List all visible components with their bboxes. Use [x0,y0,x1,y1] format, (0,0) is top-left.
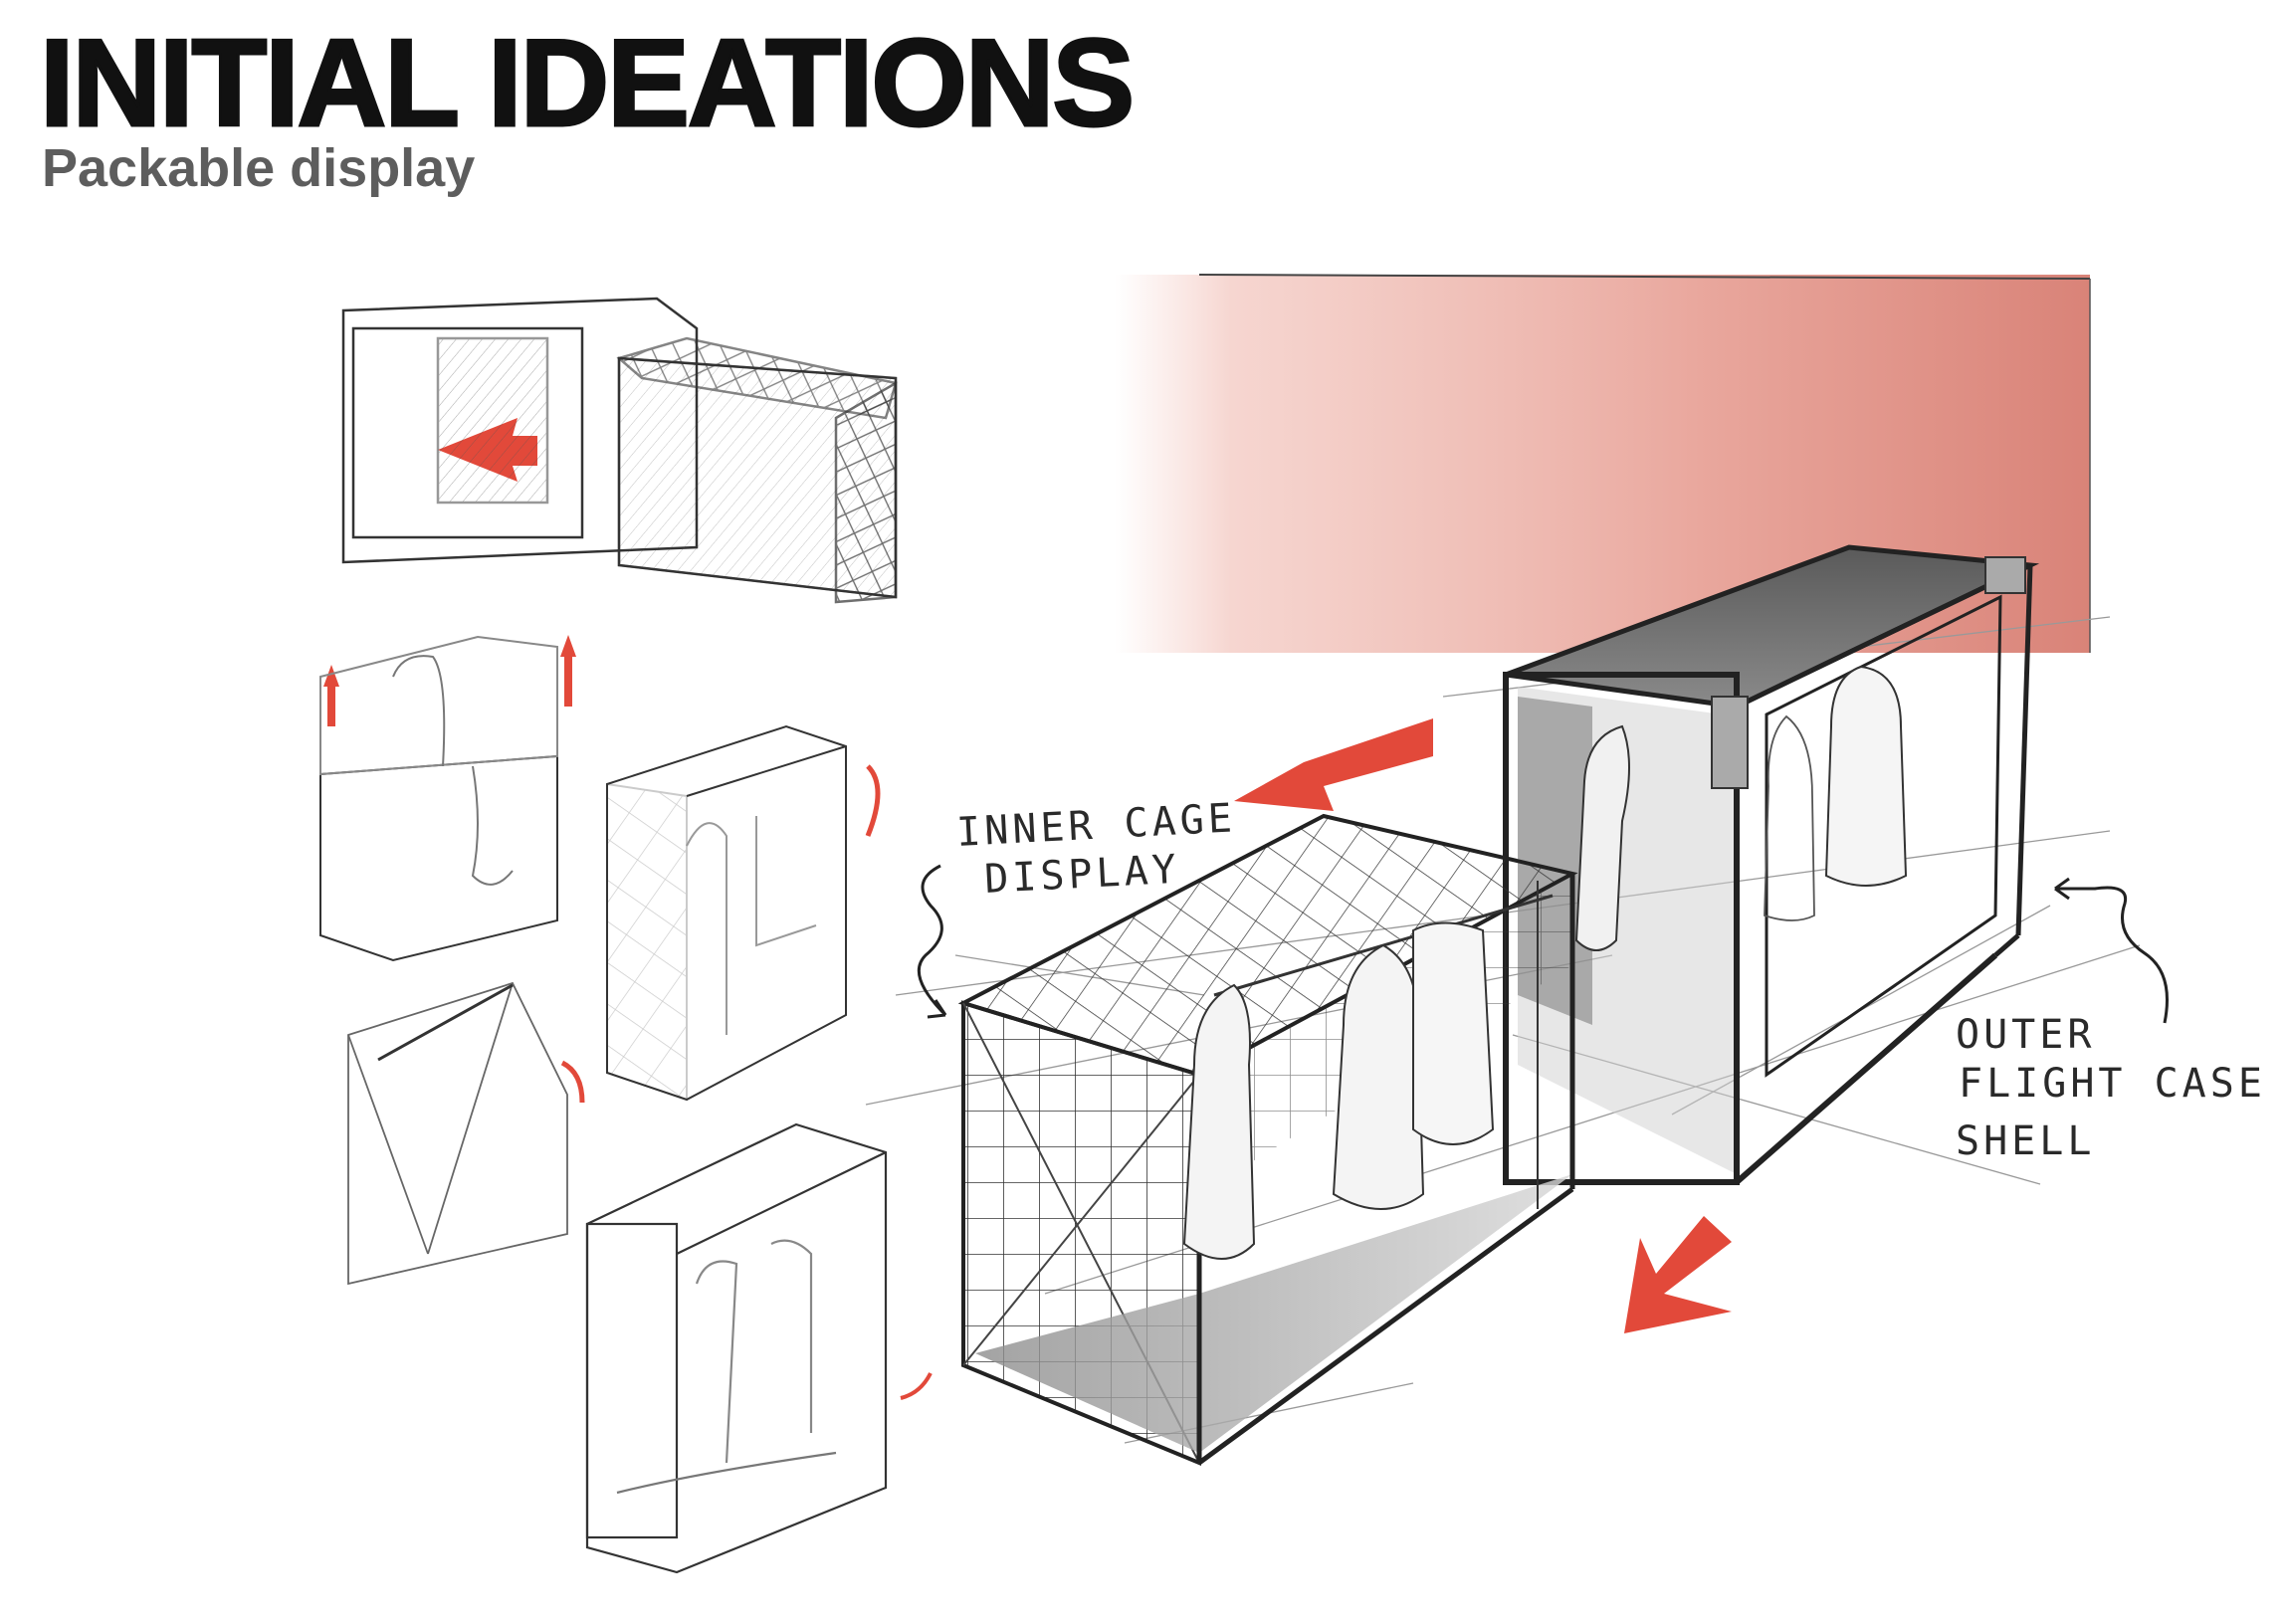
arrow-curl-2 [560,1060,585,1104]
lift-cover-sketch [319,635,558,962]
arrow-up-right [560,635,576,707]
page-title: INITIAL IDEATIONS [38,15,1136,152]
arrow-curl-3 [900,1372,933,1400]
arrow-curl-1 [865,764,881,837]
outer-case-annotation: OUTER FLIGHT CASE SHELL [1956,877,2266,1164]
inner-cage-label-line2: DISPLAY [983,847,1181,903]
hanging-cabinet-sketch [585,1122,888,1574]
inner-cage-label-line1: INNER CAGE [955,795,1237,856]
squiggle-arrow-outer [2054,877,2169,1024]
tent-frame-sketch [347,981,568,1286]
inner-cage-display-sketch [957,813,1578,1466]
arrow-up-left [323,665,339,726]
thumbnail-sketches [319,297,898,1574]
arrow-down-right [1624,1216,1732,1333]
outer-case-label-line1: OUTER [1956,1012,2095,1058]
page-subtitle: Packable display [42,138,476,198]
folding-cage-sketch [606,724,847,1102]
outer-case-label-line3: SHELL [1956,1118,2095,1164]
outer-case-label-line2: FLIGHT CASE [1959,1061,2266,1107]
arrow-left-top-sketch [1234,718,1433,811]
sliding-box-sketch [341,297,898,604]
squiggle-arrow-inner [917,864,947,1019]
